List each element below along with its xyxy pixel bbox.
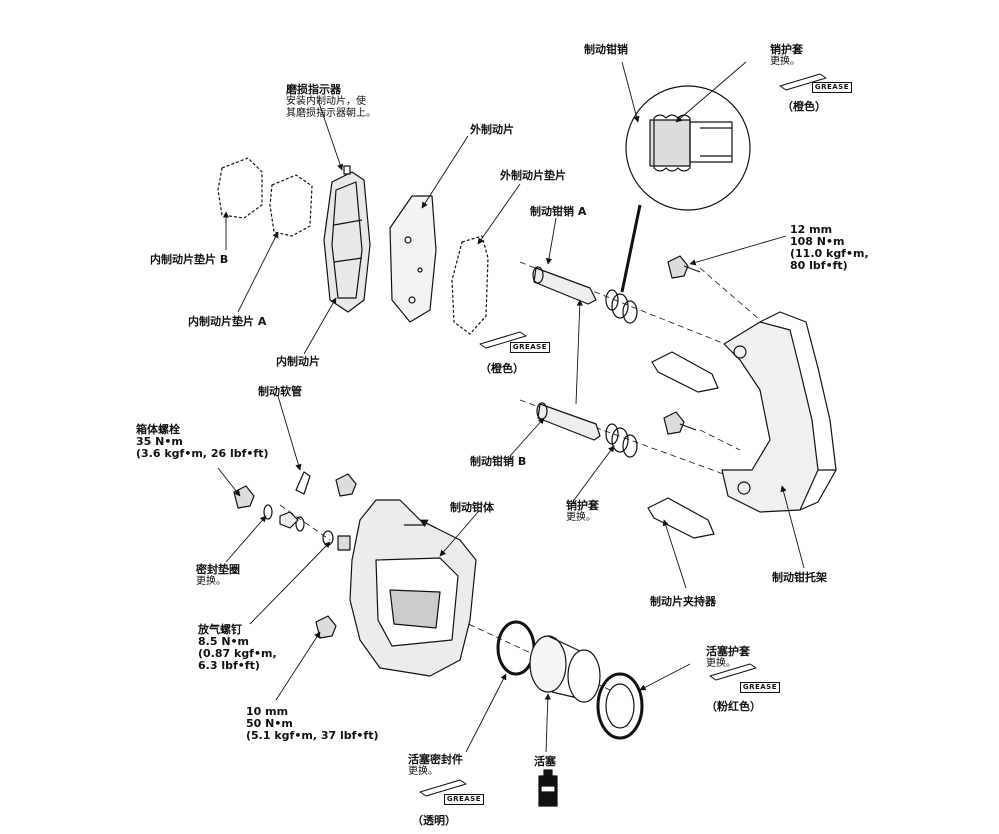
piston-label: 活塞 [534,755,556,768]
assembly-axes [279,261,761,691]
outer-brake-pad [389,195,437,323]
inner-pad-label: 内制动片 [276,355,320,368]
sealing-washer-label: 密封垫圈 更换。 [196,563,240,588]
brake-fluid-bottle-icon [538,769,558,807]
piston-seal [496,620,536,676]
leader-lines [217,61,805,753]
bolt-10mm-lower [315,615,337,639]
grease-clear: GREASE （透明） [404,784,484,827]
grease-tag-icon: GREASE [739,682,780,693]
bolt-12mm-spec: 12 mm 108 N•m (11.0 kgf•m, 80 lbf•ft) [790,223,869,272]
pad-retainer-label: 制动片夹持器 [650,595,716,608]
caliper-body [349,499,477,677]
outer-pad-label: 外制动片 [470,123,514,136]
caliper-body-label: 制动钳体 [450,501,494,514]
bleed-screw [322,530,351,551]
grease-tube-icons [419,73,827,797]
bolt-10mm-upper [335,473,357,497]
guide-pin-b [536,402,601,441]
guide-pin-top-label: 制动钳销 [584,43,628,56]
inner-shim-a-label: 内制动片垫片 A [188,315,267,328]
inner-pad-shim-a [269,174,313,237]
outer-pad-shim-label: 外制动片垫片 [500,169,566,182]
grease-pink: GREASE （粉红色） [700,672,780,713]
boot-detail-magnifier [620,85,751,293]
bracket-label: 制动钳托架 [772,571,827,584]
banjo-bolt-assembly [233,471,311,532]
inner-pad-shim-b [217,157,263,219]
guide-pin-b-label: 制动钳销 B [470,455,527,468]
piston-boot [596,672,644,740]
banjo-bolt-spec: 箱体螺栓 35 N•m (3.6 kgf•m, 26 lbf•ft) [136,423,269,460]
pin-boot-top-label: 销护套 更换。 [770,43,803,68]
outer-pad-shim [451,235,489,335]
wear-indicator-label: 磨损指示器 安装内制动片，使 其磨损指示器朝上。 [286,83,376,120]
pin-boot-upper [605,289,638,324]
piston-boot-label: 活塞护套 更换。 [706,645,750,670]
caliper-bracket [721,311,837,513]
guide-pin-a [532,266,597,305]
inner-brake-pad [323,165,371,313]
pin-boot-lower [605,423,638,458]
grease-tag-icon: GREASE [509,342,550,353]
bolt-10mm-spec: 10 mm 50 N•m (5.1 kgf•m, 37 lbf•ft) [246,705,379,742]
bolt-12mm-upper [667,255,701,279]
grease-tag-icon: GREASE [443,794,484,805]
grease-orange-mid: GREASE （橙色） [470,332,550,375]
bleed-screw-spec: 放气螺钉 8.5 N•m (0.87 kgf•m, 6.3 lbf•ft) [198,623,277,672]
brake-hose-label: 制动软管 [258,385,302,398]
piston [529,635,601,703]
guide-pin-a-label: 制动钳销 A [530,205,587,218]
inner-shim-b-label: 内制动片垫片 B [150,253,229,266]
grease-orange-top: GREASE （橙色） [772,72,852,113]
bolt-12mm-lower [663,411,697,435]
pad-retainer-upper [651,351,719,393]
grease-tag-icon: GREASE [811,82,852,93]
pin-boot-lower-label: 销护套 更换。 [566,499,599,524]
pad-retainer-lower [647,497,715,539]
piston-seal-label: 活塞密封件 更换。 [408,753,463,778]
